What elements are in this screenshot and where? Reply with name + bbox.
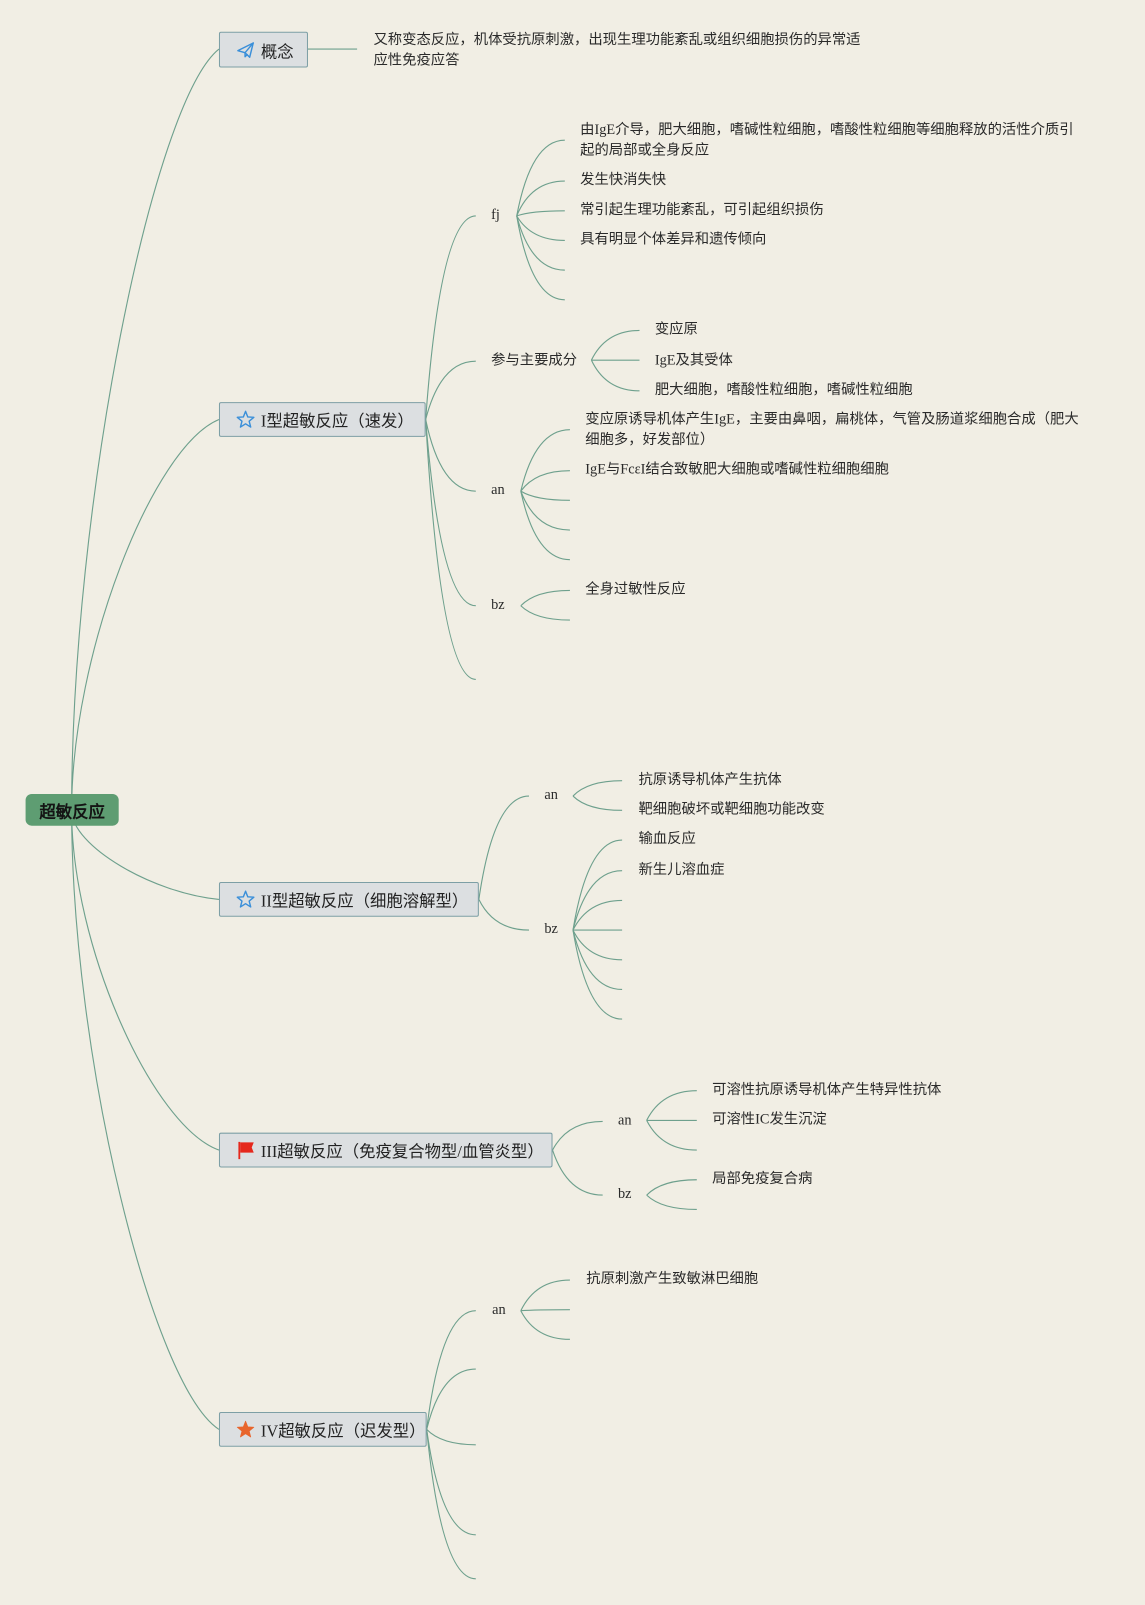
subtopic-bz[interactable]: bz — [544, 921, 558, 938]
leaf-node[interactable]: 新生儿溶血症 — [638, 862, 725, 878]
connector-line — [520, 490, 570, 501]
leaf-node[interactable]: 局部免疫复合病 — [712, 1171, 813, 1187]
leaf-node[interactable]: 发生快消失快 — [580, 172, 667, 189]
subtopic-bz[interactable]: bz — [491, 597, 505, 613]
connector-line — [552, 1120, 603, 1151]
topic-type-ii[interactable]: II型超敏反应（细胞溶解型） — [218, 881, 479, 917]
connector-line — [516, 210, 565, 217]
connector-line — [520, 491, 570, 561]
connector-line — [425, 360, 476, 420]
orange-star-icon — [236, 1420, 255, 1438]
leaf-node[interactable]: IgE与FcεI结合致敏肥大细胞或嗜碱性粒细胞细胞 — [585, 462, 889, 478]
connector-line — [426, 1429, 476, 1446]
subtopic-an[interactable]: an — [491, 482, 505, 499]
connector-line — [646, 1179, 697, 1196]
leaf-node[interactable]: 变应原诱导机体产生IgE，主要由鼻咽，扁桃体，气管及肠道浆细胞合成（肥大细胞多，… — [585, 412, 1079, 448]
subtopic-fj[interactable]: fj — [491, 207, 500, 224]
connector-line — [572, 929, 623, 1020]
connector-line — [520, 1310, 570, 1340]
topic-label: III超敏反应（免疫复合物型/血管炎型） — [260, 1143, 544, 1162]
connector-line — [646, 1090, 697, 1121]
connector-line — [478, 795, 529, 900]
connector-line — [516, 215, 565, 301]
connector-line — [426, 1368, 476, 1430]
connector-line — [516, 180, 565, 217]
subtopic-an[interactable]: an — [544, 787, 558, 804]
connector-line — [572, 795, 623, 811]
leaf-node[interactable]: 具有明显个体差异和遗传倾向 — [580, 232, 767, 248]
connector-line — [478, 899, 529, 931]
connector-line — [520, 429, 570, 492]
connector-line — [572, 839, 623, 931]
connector-line — [425, 215, 476, 420]
leaf-node[interactable]: 抗原刺激产生致敏淋巴细胞 — [586, 1271, 759, 1288]
leaf-node[interactable]: 靶细胞破坏或靶细胞功能改变 — [638, 802, 825, 818]
topic-label: I型超敏反应（速发） — [260, 413, 414, 431]
connector-line — [572, 870, 623, 931]
connector-line — [520, 490, 570, 531]
connector-line — [520, 1279, 570, 1311]
connector-line — [572, 929, 623, 961]
connector-line — [516, 215, 565, 271]
connector-line — [646, 1120, 697, 1151]
paper-plane-icon — [236, 40, 254, 58]
leaf-node[interactable]: 输血反应 — [638, 831, 696, 848]
root-topic[interactable]: 超敏反应 — [25, 794, 119, 826]
star-outline-icon — [236, 410, 255, 428]
leaf-node[interactable]: IgE及其受体 — [654, 353, 733, 369]
connector-line — [520, 1309, 570, 1312]
connector-line — [426, 1429, 476, 1580]
star-outline-icon — [236, 890, 255, 908]
connector-line — [590, 329, 640, 361]
connector-line — [426, 1429, 476, 1536]
root-topic-label: 超敏反应 — [39, 803, 105, 822]
leaf-node[interactable]: 全身过敏性反应 — [585, 582, 686, 598]
topic-type-i[interactable]: I型超敏反应（速发） — [218, 402, 426, 437]
subtopic-an[interactable]: an — [492, 1302, 506, 1318]
red-flag-icon — [236, 1141, 254, 1160]
topic-label: II型超敏反应（细胞溶解型） — [260, 893, 469, 911]
connector-line — [520, 589, 570, 607]
connector-line — [516, 215, 565, 242]
topic-label: 概念 — [260, 43, 294, 61]
connector-line — [425, 419, 476, 680]
connector-line — [425, 419, 476, 607]
leaf-node[interactable]: 由IgE介导，肥大细胞，嗜碱性粒细胞，嗜酸性粒细胞等细胞释放的活性介质引起的局部… — [580, 122, 1074, 159]
subtopic-an[interactable]: an — [618, 1113, 632, 1129]
connector-line — [520, 605, 570, 621]
leaf-node[interactable]: 可溶性抗原诱导机体产生特异性抗体 — [712, 1082, 942, 1098]
connector-line — [551, 1149, 603, 1196]
topic-label: IV超敏反应（迟发型） — [260, 1423, 426, 1441]
connector-line — [572, 899, 623, 931]
connector-line — [71, 810, 220, 1430]
connector-line — [71, 48, 220, 811]
subtopic-components[interactable]: 参与主要成分 — [491, 353, 578, 369]
topic-type-iv[interactable]: IV超敏反应（迟发型） — [218, 1412, 427, 1447]
concept-note[interactable]: 又称变态反应，机体受抗原刺激，出现生理功能紊乱或组织细胞损伤的异常适应性免疫应答 — [373, 32, 861, 69]
connector-line — [520, 470, 570, 492]
connector-line — [646, 1194, 697, 1210]
connector-line — [572, 929, 623, 990]
connector-line — [426, 1310, 476, 1430]
topic-type-iii[interactable]: III超敏反应（免疫复合物型/血管炎型） — [218, 1132, 553, 1168]
connector-line — [71, 418, 220, 811]
leaf-node[interactable]: 常引起生理功能紊乱，可引起组织损伤 — [580, 202, 824, 218]
leaf-node[interactable]: 抗原诱导机体产生抗体 — [638, 772, 782, 788]
subtopic-bz[interactable]: bz — [618, 1186, 632, 1203]
leaf-node[interactable]: 肥大细胞，嗜酸性粒细胞，嗜碱性粒细胞 — [654, 382, 913, 399]
connector-line — [590, 359, 640, 392]
leaf-node[interactable]: 变应原 — [654, 322, 698, 338]
topic-concept[interactable]: 概念 — [218, 31, 308, 68]
connector-line — [516, 139, 565, 217]
leaf-node[interactable]: 可溶性IC发生沉淀 — [712, 1112, 827, 1128]
connector-line — [425, 419, 476, 492]
connector-line — [71, 810, 220, 1151]
connector-line — [572, 780, 623, 797]
